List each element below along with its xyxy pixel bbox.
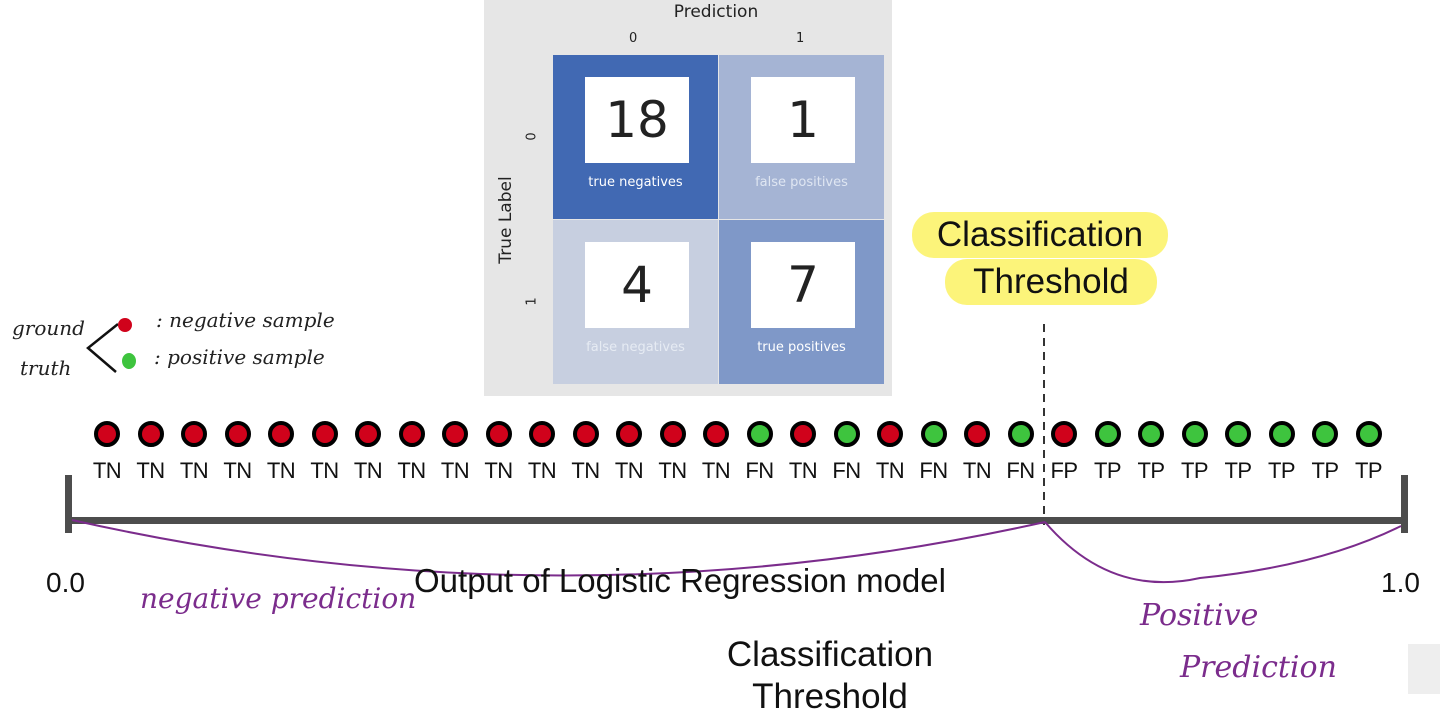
negative-sample-dot [311,421,338,447]
confusion-matrix-x-title: Prediction [673,2,759,22]
negative-sample-icon [118,318,132,332]
sample-outcome-label: TN [788,458,818,483]
negative-sample-dot [616,421,642,447]
sample-outcome-label: TP [1180,458,1209,483]
bottom-threshold-label-line2: Threshold [752,677,908,716]
sample-outcome-label: FN [919,458,948,483]
sample-outcome-label: TP [1224,458,1252,483]
sample-outcome-label: FN [1006,458,1035,483]
threshold-label-line2: Threshold [945,259,1157,305]
sample-outcome-label: TN [310,458,339,483]
positive-sample-dot [1312,421,1338,447]
negative-sample-dot [659,421,686,447]
confusion-cell-caption: false negatives [586,340,685,355]
positive-sample-dot [833,421,860,447]
negative-sample-dot [877,421,903,447]
confusion-cell-value: 18 [585,77,689,163]
confusion-cell-true-negatives: 18 true negatives [553,55,718,219]
sample-outcome-label: TN [223,458,252,483]
negative-sample-dot [485,421,512,447]
sample-outcome-label: TN [571,458,600,483]
negative-sample-dot [94,421,120,447]
negative-sample-dot [703,421,729,447]
confusion-cell-caption: true positives [757,340,846,355]
negative-sample-dot [268,421,294,447]
sample-outcome-label: TP [1267,458,1296,483]
positive-sample-dot [1181,421,1208,447]
threshold-dashed-line [1043,324,1045,525]
negative-sample-dot [572,421,599,447]
negative-sample-dot [398,421,425,447]
confusion-cell-value: 1 [751,77,855,163]
positive-sample-dot [1268,421,1295,447]
sample-outcome-label: TN [875,458,905,483]
positive-sample-dot [1094,421,1121,447]
positive-sample-icon [122,353,136,369]
legend-group-label-line1: ground [12,316,85,340]
positive-sample-dot [1355,421,1382,447]
sample-outcome-label: FP [1050,458,1078,483]
negative-sample-dot [137,421,164,447]
sample-outcome-label: TN [397,458,426,483]
bottom-threshold-label-line1: Classification [726,635,934,674]
negative-sample-dot [181,421,207,447]
sample-outcome-label: TN [353,458,383,483]
sample-outcome-label: TN [962,458,992,483]
axis-max-label: 1.0 [1381,567,1420,598]
probability-axis [65,475,1408,584]
confusion-matrix-y-title: True Label [496,176,516,264]
sample-outcome-label: TN [658,458,687,483]
confusion-cell-value: 7 [751,242,855,328]
confusion-cell-true-positives: 7 true positives [719,220,884,384]
positive-sample-dot [1138,421,1164,447]
sample-outcome-label: FN [832,458,861,483]
confusion-cell-caption: false positives [755,175,848,190]
confusion-matrix-row-tick-0: 0 [524,132,540,141]
legend-positive-label: : positive sample [154,345,325,369]
legend-negative-label: : negative sample [156,308,335,332]
sample-outcome-label: TP [1311,458,1339,483]
confusion-cell-caption: true negatives [588,175,683,190]
legend-group-label-line2: truth [20,356,72,380]
negative-sample-dot [790,421,816,447]
positive-sample-dot [1225,421,1251,447]
positive-prediction-annotation-line1: Positive [1140,598,1259,633]
positive-sample-dot [920,421,947,447]
sample-outcome-label: FN [745,458,774,483]
confusion-cell-value: 4 [585,242,689,328]
sample-outcome-label: TN [701,458,731,483]
axis-title: Output of Logistic Regression model [414,562,946,599]
sample-outcome-label: TP [1137,458,1165,483]
negative-sample-dot [224,421,251,447]
positive-prediction-annotation-line2: Prediction [1180,650,1337,685]
positive-sample-dot [746,421,773,447]
sample-outcome-label: TN [92,458,122,483]
sample-outcome-label: TN [179,458,209,483]
sample-outcome-label: TP [1093,458,1122,483]
negative-sample-dot [355,421,381,447]
sample-outcome-label: TN [614,458,644,483]
positive-sample-dot [1007,421,1034,447]
threshold-label-line1: Classification [912,212,1168,258]
negative-sample-dot [1051,421,1077,447]
axis-min-label: 0.0 [46,567,85,598]
corner-scroll-region [1408,644,1440,694]
confusion-matrix-row-tick-1: 1 [524,297,540,306]
negative-sample-dot [529,421,555,447]
legend-bracket-icon [86,323,119,373]
confusion-cell-false-positives: 1 false positives [719,55,884,219]
negative-prediction-annotation: negative prediction [140,582,417,615]
confusion-cell-false-negatives: 4 false negatives [553,220,718,384]
negative-sample-dot [964,421,990,447]
negative-sample-dot [442,421,468,447]
sample-outcome-label: TN [266,458,296,483]
sample-outcome-label: TN [484,458,513,483]
confusion-matrix-col-tick-1: 1 [796,31,805,46]
sample-outcome-label: TN [440,458,470,483]
sample-outcome-label: TP [1354,458,1383,483]
sample-outcome-label: TN [527,458,557,483]
sample-outcome-label: TN [136,458,165,483]
confusion-matrix-col-tick-0: 0 [629,31,638,46]
